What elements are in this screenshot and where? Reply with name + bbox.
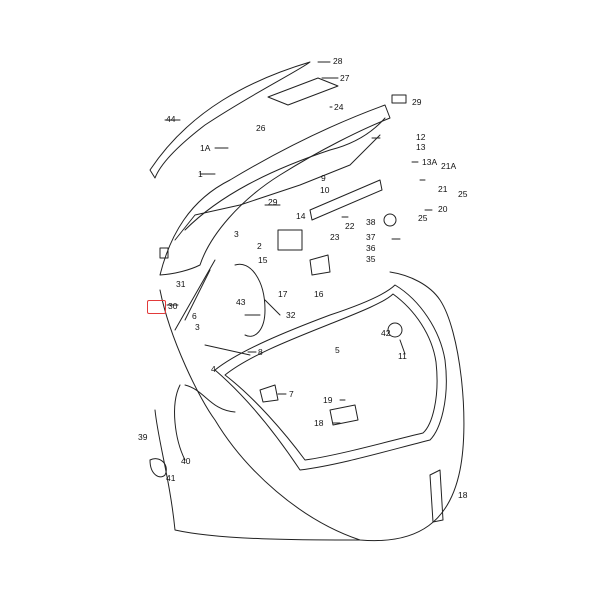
label-1a: 1A: [200, 143, 211, 153]
boot-lid-inner-edge: [184, 117, 386, 231]
label-18b: 18: [458, 490, 468, 500]
striker: [329, 404, 359, 426]
car-body: [159, 271, 465, 542]
label-32: 32: [286, 310, 296, 320]
label-30: 30: [168, 301, 178, 311]
boot-lid-panel: [159, 104, 391, 276]
label-22: 22: [345, 221, 355, 231]
label-12: 12: [416, 132, 426, 142]
label-14: 14: [296, 211, 306, 221]
label-3: 3: [234, 229, 239, 239]
buffer: [383, 213, 397, 227]
label-17: 17: [278, 289, 288, 299]
label-40: 40: [181, 456, 191, 466]
label-23: 23: [330, 232, 340, 242]
label-26: 26: [256, 123, 266, 133]
label-38: 38: [366, 217, 376, 227]
label-20: 20: [438, 204, 448, 214]
label-44: 44: [166, 114, 176, 124]
gas-strut-rod: [184, 269, 211, 321]
label-28: 28: [333, 56, 343, 66]
label-16: 16: [314, 289, 324, 299]
label-13a: 13A: [422, 157, 438, 167]
handle-rail: [309, 179, 383, 221]
hinge: [234, 263, 266, 337]
label-21: 21: [438, 184, 448, 194]
label-25b: 25: [458, 189, 468, 199]
cable-loop: [149, 458, 167, 478]
label-31: 31: [176, 279, 186, 289]
label-7: 7: [289, 389, 294, 399]
spring: [204, 344, 251, 356]
spoiler-strip: [149, 61, 311, 179]
bumper: [154, 409, 361, 541]
label-4: 4: [211, 364, 216, 374]
label-13: 13: [416, 142, 426, 152]
label-15: 15: [258, 255, 268, 265]
label-43: 43: [236, 297, 246, 307]
lock-bracket: [309, 254, 331, 276]
cable: [174, 384, 236, 461]
boot-lid-frame: [174, 134, 381, 241]
label-21a: 21A: [441, 161, 457, 171]
label-5: 5: [335, 345, 340, 355]
brake-light: [267, 77, 339, 106]
label-11: 11: [398, 351, 407, 361]
label-8: 8: [258, 347, 263, 357]
label-1: 1: [198, 169, 203, 179]
label-19: 19: [323, 395, 333, 405]
label-25a: 25: [418, 213, 428, 223]
label-27: 27: [340, 73, 350, 83]
label-10: 10: [320, 185, 330, 195]
label-9: 9: [321, 173, 326, 183]
label-6: 6: [192, 311, 197, 321]
label-29a: 29: [412, 97, 422, 107]
grommet: [387, 322, 403, 338]
label-33: 3: [195, 322, 200, 332]
label-29b: 29: [268, 197, 278, 207]
trunk-seal-inner: [224, 293, 438, 461]
gas-strut: [174, 259, 216, 331]
label-39: 39: [138, 432, 148, 442]
label-37: 37: [366, 232, 376, 242]
clip-7: [259, 384, 279, 403]
parts-set: [429, 469, 444, 523]
bump-stop: [159, 247, 169, 259]
label-18a: 18: [314, 418, 324, 428]
label-36: 36: [366, 243, 376, 253]
label-42: 42: [381, 328, 391, 338]
label-35: 35: [366, 254, 376, 264]
label-2: 2: [257, 241, 262, 251]
clip-29: [391, 94, 407, 104]
label-24: 24: [334, 102, 344, 112]
trunk-seal: [214, 284, 447, 471]
highlight-box: [147, 300, 166, 314]
latch: [277, 229, 303, 251]
label-41: 41: [166, 473, 176, 483]
